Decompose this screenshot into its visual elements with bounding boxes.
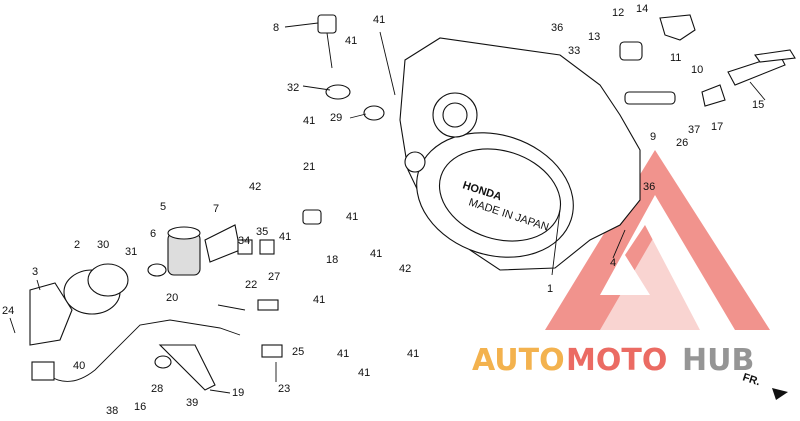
part-label-42-b: 42	[399, 263, 411, 275]
part-label-19: 19	[232, 387, 244, 399]
part-number-labels: 1 2 3 4 5 6 7 8 9 10 11 12 13 14 15 16 1…	[2, 3, 764, 417]
arrow-right-icon	[772, 388, 788, 400]
sensor-harness	[31, 319, 241, 391]
watermark-logo	[545, 150, 770, 330]
part-label-41-d: 41	[346, 211, 358, 223]
part-label-30: 30	[97, 239, 109, 251]
filter-cover	[29, 263, 129, 346]
part-label-36-right: 36	[643, 181, 655, 193]
watermark-auto: AUTO	[472, 343, 565, 378]
part-label-39: 39	[186, 397, 198, 409]
part-label-27: 27	[268, 271, 280, 283]
part-label-28: 28	[151, 383, 163, 395]
part-label-41-j: 41	[358, 367, 370, 379]
part-label-29: 29	[330, 112, 342, 124]
part-label-20: 20	[166, 292, 178, 304]
part-label-38: 38	[106, 405, 118, 417]
part-label-41-e: 41	[279, 231, 291, 243]
part-label-41-f: 41	[370, 248, 382, 260]
part-label-41-c: 41	[303, 115, 315, 127]
part-label-32: 32	[287, 82, 299, 94]
part-label-12: 12	[612, 7, 624, 19]
oil-filter-assembly	[147, 224, 241, 277]
part-label-23: 23	[278, 383, 290, 395]
part-label-4: 4	[610, 257, 616, 269]
part-15-oil-pipe	[727, 49, 796, 86]
front-direction-marker: FR.	[741, 371, 788, 400]
part-label-18: 18	[326, 254, 338, 266]
part-label-8: 8	[273, 22, 279, 34]
part-label-9: 9	[650, 131, 656, 143]
part-label-25: 25	[292, 346, 304, 358]
part-label-15: 15	[752, 99, 764, 111]
part-label-31: 31	[125, 246, 137, 258]
part-label-41-h: 41	[337, 348, 349, 360]
part-label-40: 40	[73, 360, 85, 372]
bolts-and-fasteners	[154, 14, 726, 369]
part-label-37: 37	[688, 124, 700, 136]
direction-label: FR.	[741, 371, 762, 388]
watermark-text: AUTO MOTO HUB	[472, 343, 754, 378]
right-crankcase-cover: HONDA MADE IN JAPAN	[399, 37, 641, 271]
part-label-24: 24	[2, 305, 14, 317]
part-label-6: 6	[150, 228, 156, 240]
part-label-1: 1	[547, 283, 553, 295]
watermark-moto: MOTO	[566, 343, 667, 378]
part-label-7: 7	[213, 203, 219, 215]
part-label-41-g: 41	[313, 294, 325, 306]
part-label-11: 11	[670, 52, 681, 64]
part-label-33: 33	[568, 45, 580, 57]
part-label-14: 14	[636, 3, 648, 15]
part-label-17: 17	[711, 121, 723, 133]
part-label-13: 13	[588, 31, 600, 43]
part-label-22: 22	[245, 279, 257, 291]
watermark-hub: HUB	[682, 343, 754, 378]
part-label-10: 10	[691, 64, 703, 76]
part-label-26: 26	[676, 137, 688, 149]
part-label-34: 34	[238, 235, 250, 247]
leader-lines	[9, 22, 766, 394]
part-label-5: 5	[160, 201, 166, 213]
part-label-2: 2	[74, 239, 80, 251]
part-label-3: 3	[32, 266, 38, 278]
part-label-41-a: 41	[373, 14, 385, 26]
part-label-16: 16	[134, 401, 146, 413]
part-label-35: 35	[256, 226, 268, 238]
part-label-41-b: 41	[345, 35, 357, 47]
part-label-21: 21	[303, 161, 315, 173]
part-label-42-a: 42	[249, 181, 261, 193]
part-label-41-i: 41	[407, 348, 419, 360]
part-label-36-top: 36	[551, 22, 563, 34]
